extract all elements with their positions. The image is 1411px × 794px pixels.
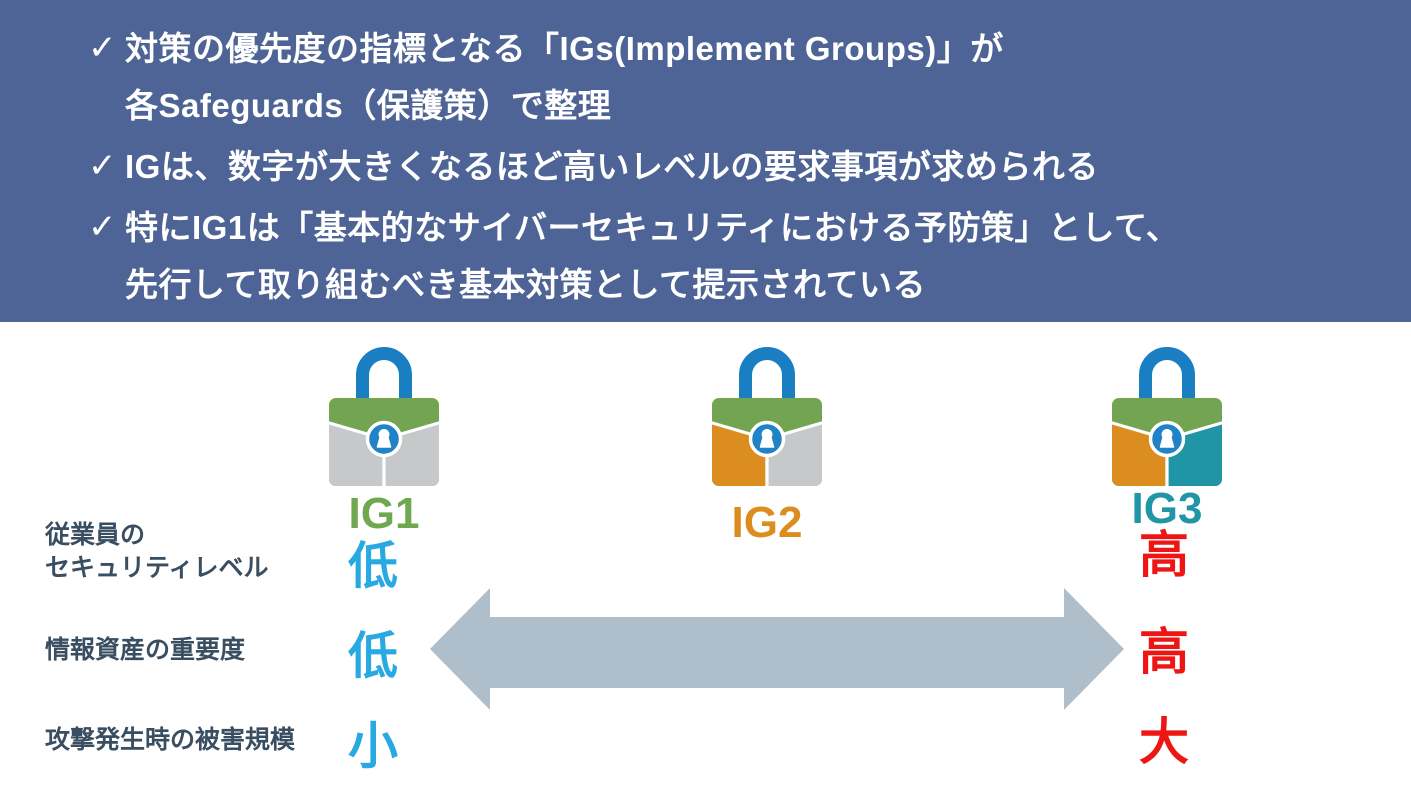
padlock-icon-ig3 — [1107, 343, 1227, 493]
row-label-3-line-1: 攻撃発生時の被害規模 — [45, 726, 296, 754]
ig1-label: IG1 — [348, 489, 420, 538]
bullet-text-3: 特にIG1は「基本的なサイバーセキュリティにおける予防策」として、 先行して取り… — [125, 199, 1179, 313]
padlock-icon-ig1 — [324, 343, 444, 493]
row-label-attack-damage-scale: 攻撃発生時の被害規模 — [45, 724, 295, 757]
bullet-1-line-1: 対策の優先度の指標となる「IGs(Implement Groups)」が — [125, 30, 1004, 67]
value-high-row2: 高 — [1139, 624, 1189, 680]
row-label-1-line-2: セキュリティレベル — [45, 554, 269, 582]
row-label-info-asset-importance: 情報資産の重要度 — [45, 634, 245, 667]
bullet-3-line-2: 先行して取り組むべき基本対策として提示されている — [125, 266, 927, 303]
value-high-row3: 大 — [1139, 714, 1189, 770]
padlock-icon-ig2 — [707, 343, 827, 493]
row-label-employee-security-level: 従業員の セキュリティレベル — [45, 519, 269, 585]
header-panel: ✓ 対策の優先度の指標となる「IGs(Implement Groups)」が 各… — [0, 0, 1411, 322]
bullet-item-2: ✓ IGは、数字が大きくなるほど高いレベルの要求事項が求められる — [88, 138, 1371, 195]
bullet-text-1: 対策の優先度の指標となる「IGs(Implement Groups)」が 各Sa… — [125, 20, 1004, 134]
bullet-1-line-2: 各Safeguards（保護策）で整理 — [125, 87, 612, 124]
bullet-2-line-1: IGは、数字が大きくなるほど高いレベルの要求事項が求められる — [125, 148, 1099, 185]
bullet-3-line-1: 特にIG1は「基本的なサイバーセキュリティにおける予防策」として、 — [125, 209, 1180, 246]
row-label-2-line-1: 情報資産の重要度 — [45, 636, 246, 664]
checkmark-icon: ✓ — [88, 29, 117, 67]
row-label-1-line-1: 従業員の — [45, 521, 146, 549]
ig3-label: IG3 — [1131, 484, 1203, 533]
bullet-text-2: IGは、数字が大きくなるほど高いレベルの要求事項が求められる — [125, 138, 1099, 195]
value-low-row1: 低 — [348, 538, 398, 594]
value-high-row1: 高 — [1139, 527, 1189, 583]
bullet-item-3: ✓ 特にIG1は「基本的なサイバーセキュリティにおける予防策」として、 先行して… — [88, 199, 1371, 313]
checkmark-icon: ✓ — [88, 208, 117, 246]
value-low-row3: 小 — [348, 718, 398, 774]
double-arrow-icon — [430, 588, 1124, 710]
value-low-row2: 低 — [348, 628, 398, 684]
bullet-item-1: ✓ 対策の優先度の指標となる「IGs(Implement Groups)」が 各… — [88, 20, 1371, 134]
checkmark-icon: ✓ — [88, 147, 117, 185]
ig2-label: IG2 — [731, 498, 803, 547]
